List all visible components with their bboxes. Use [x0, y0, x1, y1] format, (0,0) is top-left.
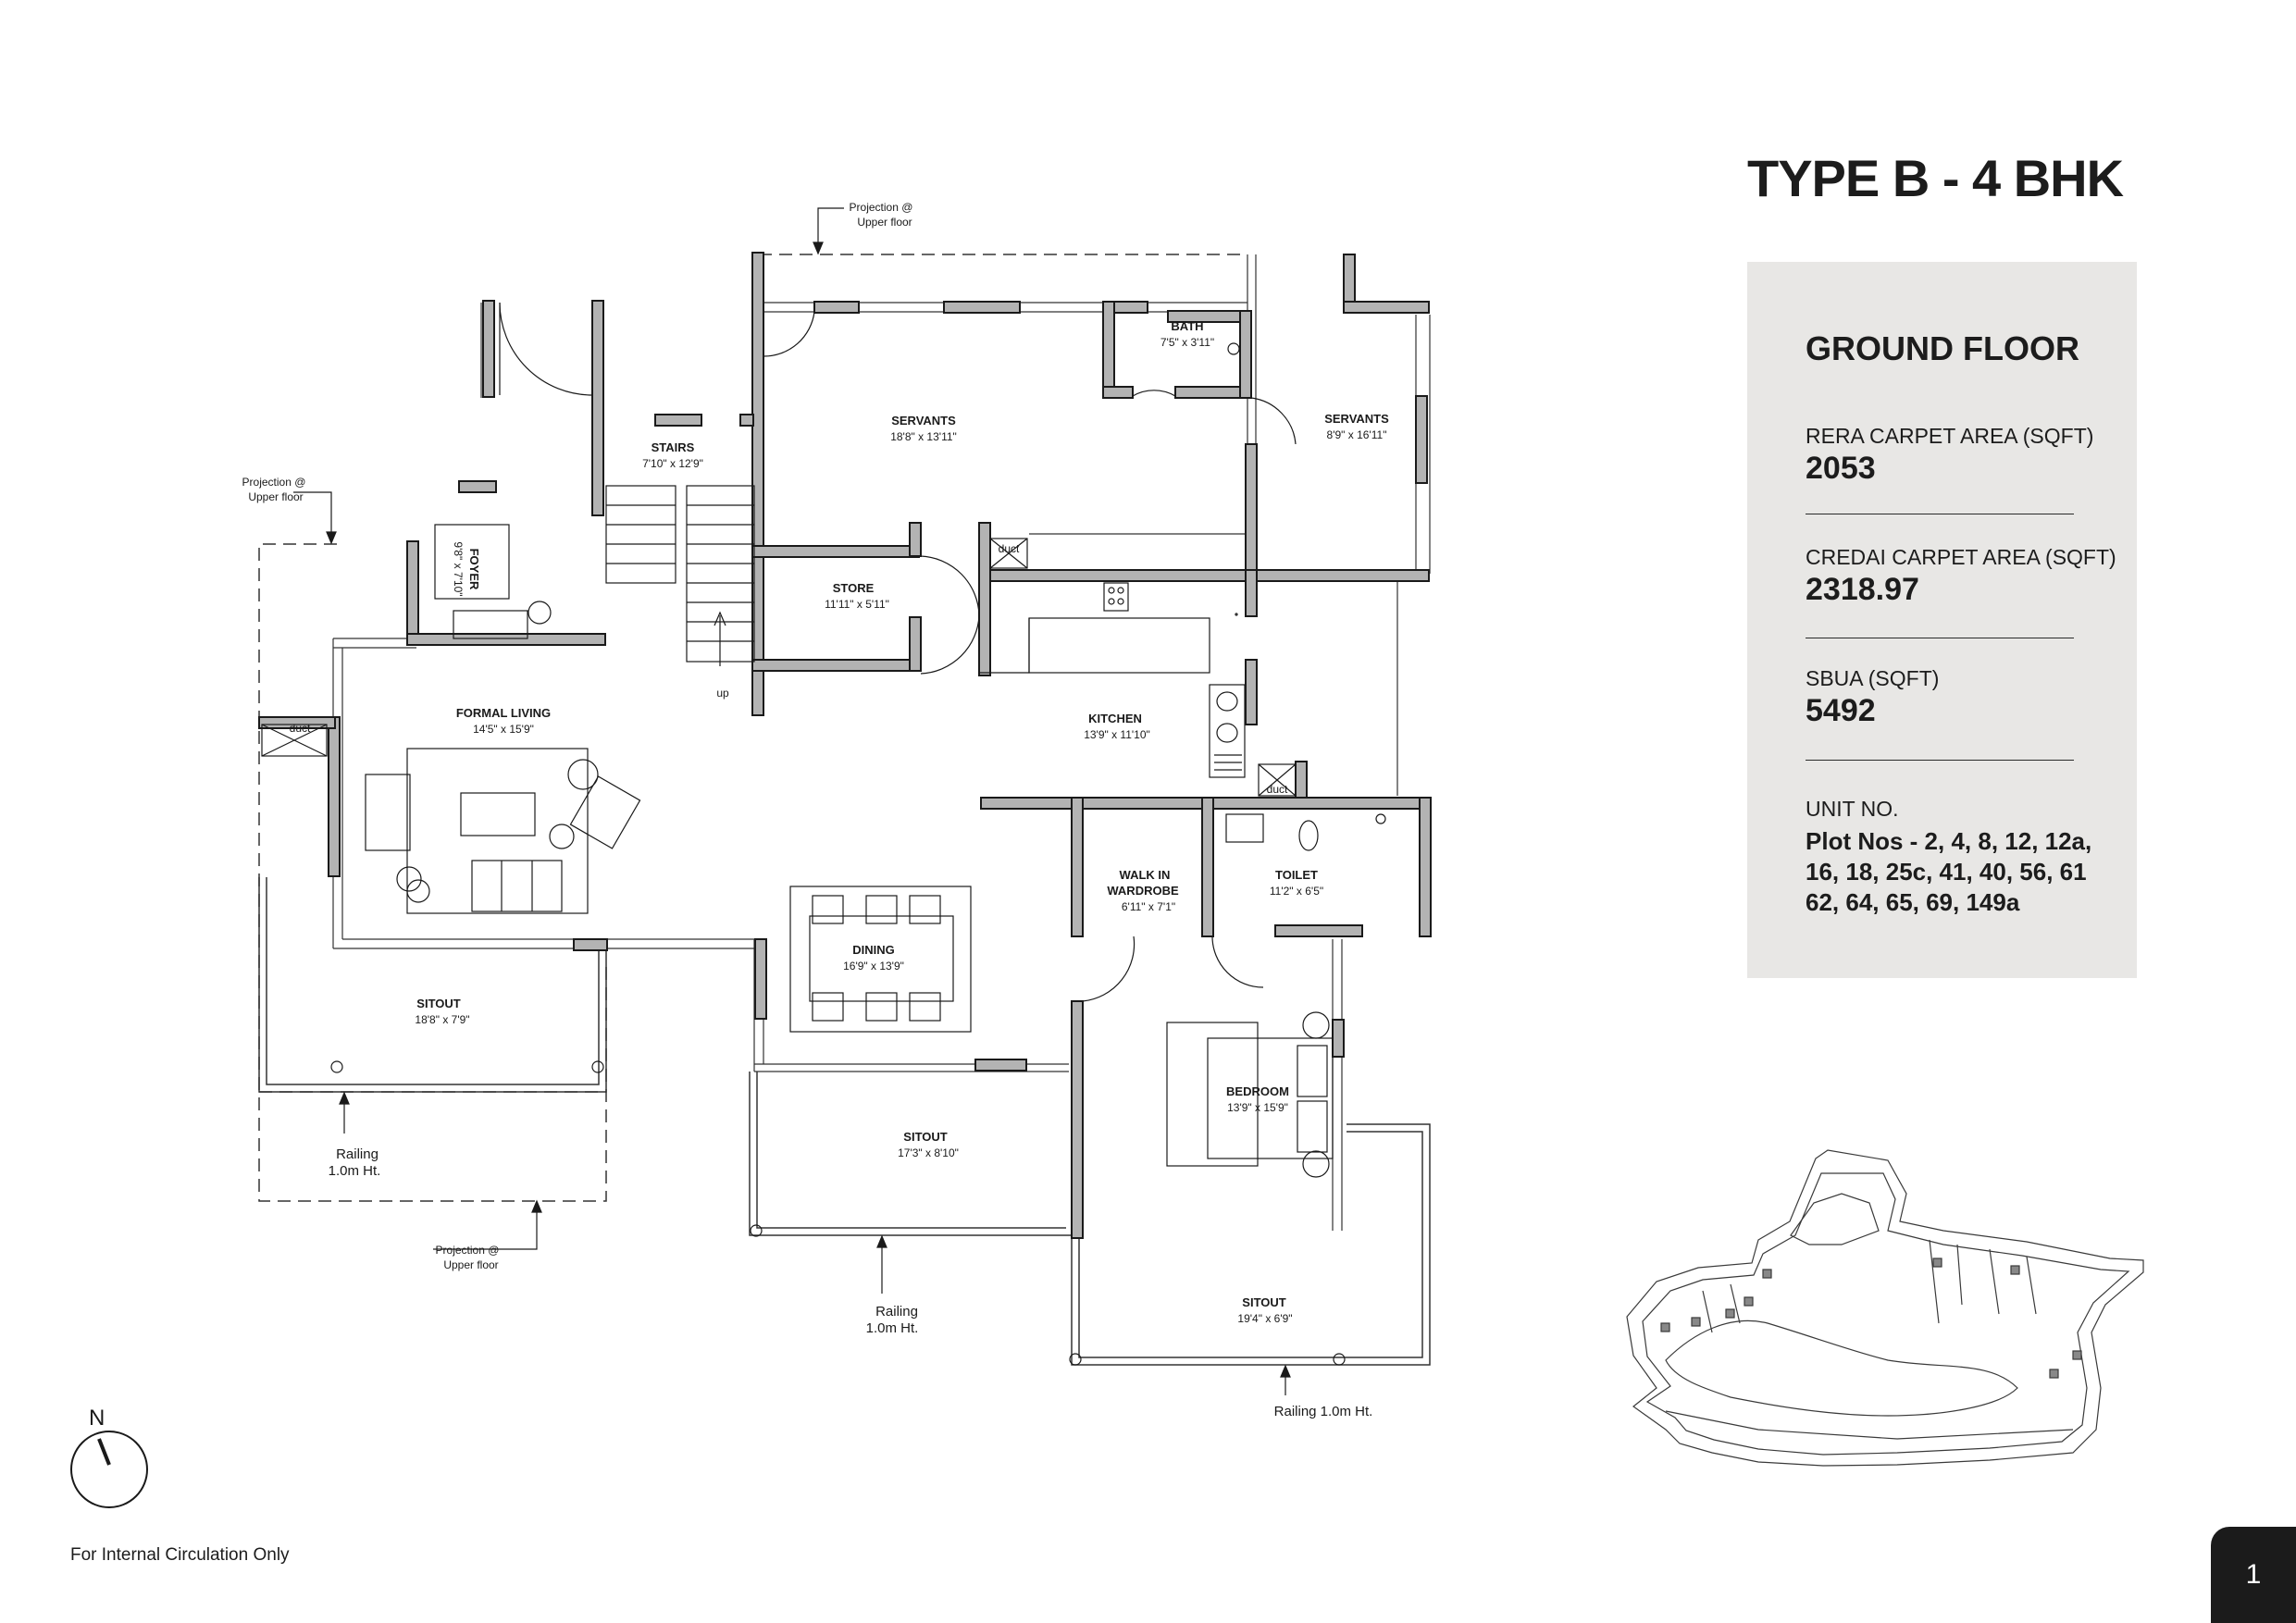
room-stairs-name: STAIRS: [652, 440, 695, 454]
room-kitchen-name: KITCHEN: [1088, 712, 1142, 725]
room-bedroom-name: BEDROOM: [1226, 1084, 1289, 1098]
sbua-area-label: SBUA (SQFT): [1806, 666, 1940, 690]
note-projection-left-1: Projection @: [242, 476, 306, 489]
annotations: Projection @ Upper floor Projection @ Up…: [242, 201, 1373, 1419]
indicator-arrows: [293, 207, 1291, 1395]
sbua-area-value: 5492: [1806, 693, 1876, 728]
note-projection-left-2: Upper floor: [248, 490, 303, 503]
area-info-panel: GROUND FLOOR RERA CARPET AREA (SQFT) 205…: [1747, 262, 2137, 978]
room-toilet-dim: 11'2" x 6'5": [1270, 885, 1323, 898]
room-foyer-name: FOYER: [467, 549, 481, 590]
furniture: [330, 342, 1386, 1366]
stairs-treads: [605, 485, 755, 666]
note-railing-2a: Railing: [875, 1304, 918, 1319]
room-kitchen-dim: 13'9" x 11'10": [1084, 728, 1150, 741]
note-projection-bottom-2: Upper floor: [443, 1258, 498, 1271]
site-key-plan-map: [1626, 1149, 2144, 1467]
door-swings: [499, 302, 1297, 1002]
north-compass-icon: N: [70, 1406, 148, 1508]
room-formal-living-dim: 14'5" x 15'9": [473, 723, 534, 736]
note-projection-top-1: Projection @: [850, 201, 913, 214]
walls: [258, 252, 1432, 1239]
note-projection-top-2: Upper floor: [857, 216, 912, 229]
room-dining-name: DINING: [852, 943, 895, 957]
rera-area: RERA CARPET AREA (SQFT) 2053: [1806, 424, 2094, 487]
note-duct-2: duct: [999, 542, 1020, 555]
room-sitout3-dim: 19'4" x 6'9": [1237, 1312, 1292, 1325]
room-servants-name: SERVANTS: [891, 414, 956, 427]
page-title: TYPE B - 4 BHK: [1747, 149, 2124, 207]
room-stairs-dim: 7'10" x 12'9": [642, 457, 703, 470]
rera-area-label: RERA CARPET AREA (SQFT): [1806, 424, 2094, 448]
room-walkin-dim: 6'11" x 7'1": [1122, 900, 1175, 913]
room-bath-dim: 7'5" x 3'11": [1160, 336, 1214, 349]
room-servants-dim: 18'8" x 13'11": [890, 430, 957, 443]
credai-area-value: 2318.97: [1806, 572, 1919, 607]
unit-no-label: UNIT NO.: [1806, 797, 1899, 821]
note-duct-1: duct: [290, 722, 311, 735]
room-sitout1-dim: 18'8" x 7'9": [415, 1013, 469, 1026]
room-walkin-name-2: WARDROBE: [1107, 884, 1179, 898]
note-railing-3: Railing 1.0m Ht.: [1274, 1404, 1373, 1419]
page-number-tab: 1: [2211, 1527, 2296, 1623]
unit-no-value: Plot Nos - 2, 4, 8, 12, 12a, 16, 18, 25c…: [1806, 827, 2092, 916]
room-dining-dim: 16'9" x 13'9": [843, 960, 904, 973]
room-toilet-name: TOILET: [1275, 868, 1318, 882]
note-projection-bottom-1: Projection @: [436, 1244, 500, 1257]
ducts: [261, 538, 1297, 797]
note-railing-2b: 1.0m Ht.: [866, 1320, 919, 1336]
room-servants2-name: SERVANTS: [1324, 412, 1389, 426]
credai-area: CREDAI CARPET AREA (SQFT) 2318.97: [1806, 545, 2116, 608]
room-servants2-dim: 8'9" x 16'11": [1327, 428, 1387, 441]
rera-area-value: 2053: [1806, 451, 1876, 486]
note-stairs-up: up: [716, 687, 729, 700]
footer-note: For Internal Circulation Only: [70, 1545, 290, 1565]
room-sitout2-dim: 17'3" x 8'10": [898, 1146, 959, 1159]
room-sitout2-name: SITOUT: [903, 1130, 947, 1144]
divider: [1806, 760, 2074, 761]
room-store-dim: 11'11" x 5'11": [825, 598, 889, 611]
room-formal-living-name: FORMAL LIVING: [456, 706, 551, 720]
room-walkin-name-1: WALK IN: [1120, 868, 1171, 882]
sbua-area: SBUA (SQFT) 5492: [1806, 666, 2074, 729]
note-railing-1a: Railing: [336, 1146, 379, 1162]
room-foyer-dim: 9'8" x 7'10": [452, 541, 465, 596]
floor-name: GROUND FLOOR: [1806, 329, 2079, 367]
sitout-outlines: [258, 877, 1431, 1366]
room-sitout1-name: SITOUT: [416, 997, 460, 1010]
north-label: N: [89, 1406, 105, 1431]
room-bedroom-dim: 13'9" x 15'9": [1227, 1101, 1288, 1114]
credai-area-label: CREDAI CARPET AREA (SQFT): [1806, 545, 2116, 569]
note-duct-3: duct: [1267, 783, 1288, 796]
room-labels: SERVANTS 18'8" x 13'11" BATH 7'5" x 3'11…: [415, 319, 1389, 1325]
room-sitout3-name: SITOUT: [1242, 1295, 1285, 1309]
room-store-name: STORE: [833, 581, 875, 595]
room-bath-name: BATH: [1171, 319, 1203, 333]
note-railing-1b: 1.0m Ht.: [329, 1163, 381, 1179]
